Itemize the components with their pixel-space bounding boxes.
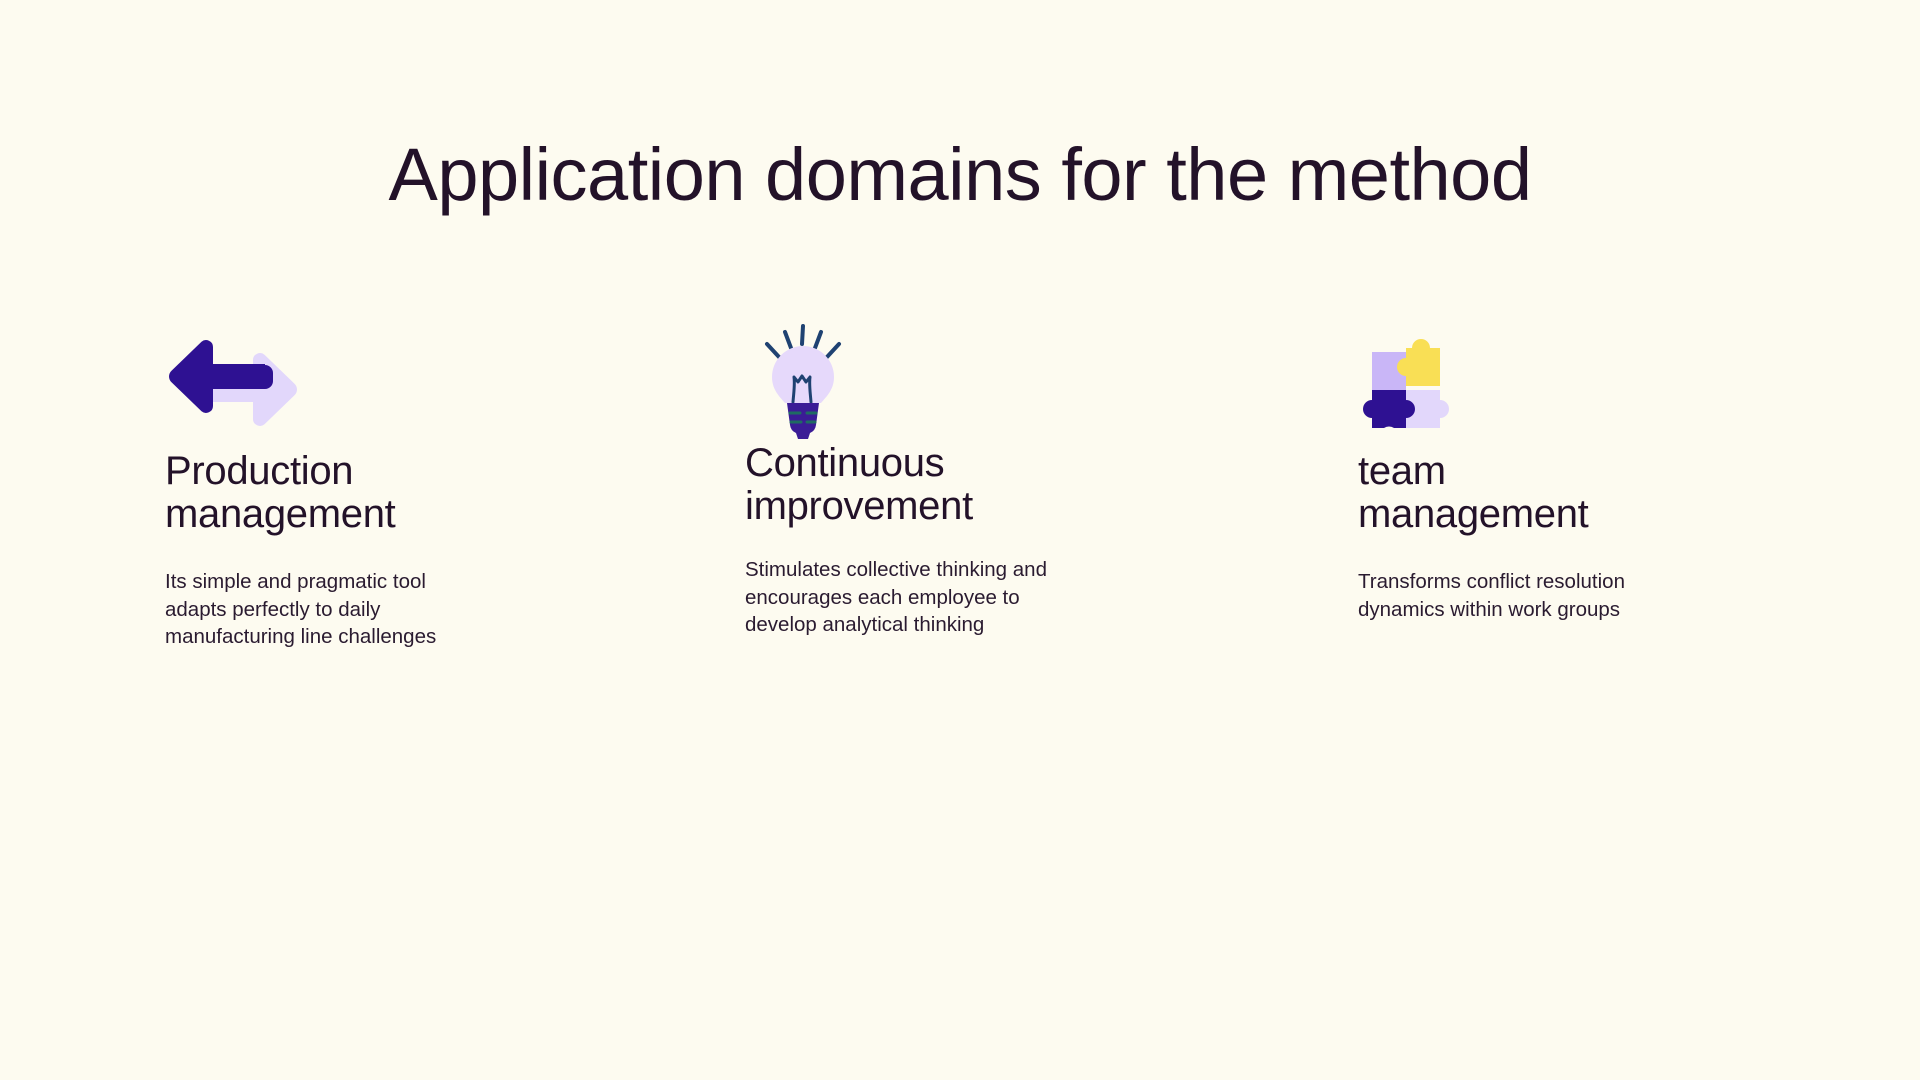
card-title: Continuous improvement [745, 441, 973, 529]
puzzle-piece-bottom-left [1363, 390, 1415, 428]
bulb-filament [791, 374, 813, 404]
puzzle-piece-top-right [1397, 339, 1440, 386]
card-title: Production management [165, 449, 396, 537]
bulb-base-threads [788, 411, 818, 424]
page-title: Application domains for the method [388, 132, 1532, 216]
card-description: Its simple and pragmatic tool adapts per… [165, 570, 437, 648]
card-title: team management [1358, 449, 1589, 537]
puzzle-piece-bottom-right [1406, 390, 1449, 428]
lightbulb-rays [765, 324, 841, 359]
feature-column-team-management: team management Transforms conflict reso… [1358, 330, 1758, 623]
bulb-glass [772, 346, 834, 403]
puzzle-pieces-icon [1358, 330, 1758, 450]
feature-columns: Production management Its simple and pra… [165, 324, 1758, 750]
card-description: Stimulates collective thinking and encou… [745, 558, 1047, 636]
two-arrows-icon [165, 330, 565, 450]
lightbulb-icon [745, 322, 1145, 442]
feature-column-continuous-improvement: Continuous improvement Stimulates collec… [745, 322, 1145, 638]
feature-column-production-management: Production management Its simple and pra… [165, 330, 565, 650]
card-description: Transforms conflict resolution dynamics … [1358, 570, 1625, 621]
